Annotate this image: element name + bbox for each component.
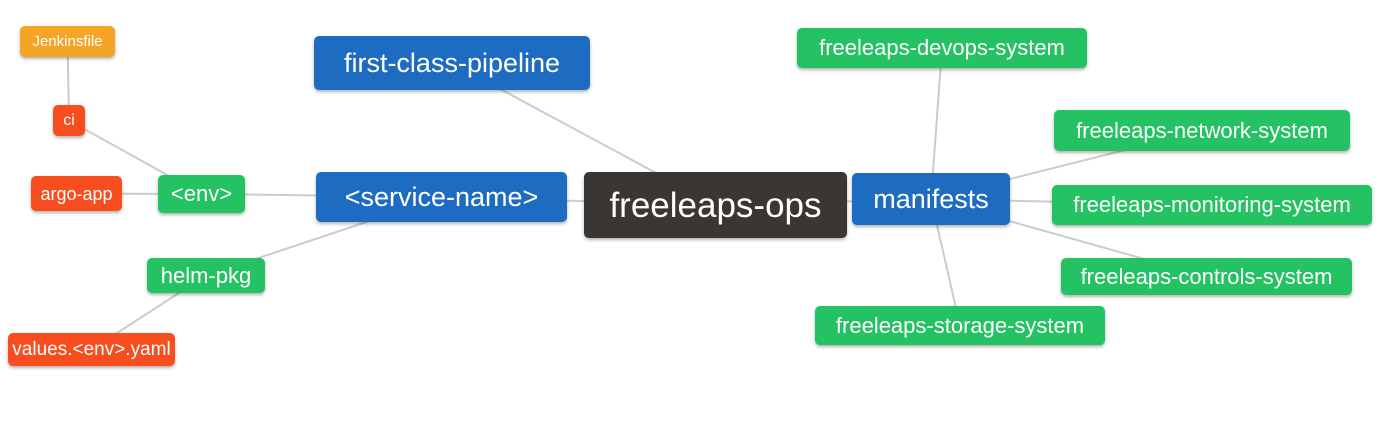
node-label: ci xyxy=(63,111,75,129)
node-label: Jenkinsfile xyxy=(32,33,103,50)
node-jenkinsfile[interactable]: Jenkinsfile xyxy=(20,26,115,57)
node-label: freeleaps-storage-system xyxy=(835,312,1085,338)
node-label: freeleaps-devops-system xyxy=(819,35,1065,60)
node-values-env-yaml[interactable]: values.<env>.yaml xyxy=(8,333,175,366)
node-ci[interactable]: ci xyxy=(53,105,85,136)
node-first-class-pipeline[interactable]: first-class-pipeline xyxy=(314,36,590,90)
node-label: argo-app xyxy=(40,183,113,204)
node-label: freeleaps-network-system xyxy=(1076,117,1328,143)
node-service-name[interactable]: <service-name> xyxy=(316,172,567,222)
node-label: <env> xyxy=(170,181,233,206)
node-label: freeleaps-controls-system xyxy=(1080,263,1333,289)
node-label: <service-name> xyxy=(344,181,539,212)
node-freeleaps-storage-system[interactable]: freeleaps-storage-system xyxy=(815,306,1105,345)
node-freeleaps-devops-system[interactable]: freeleaps-devops-system xyxy=(797,28,1087,68)
node-env[interactable]: <env> xyxy=(158,175,245,213)
node-freeleaps-ops[interactable]: freeleaps-ops xyxy=(584,172,847,238)
node-label: freeleaps-ops xyxy=(609,185,822,225)
node-label: helm-pkg xyxy=(160,262,252,288)
node-label: values.<env>.yaml xyxy=(12,339,171,360)
node-label: manifests xyxy=(873,183,989,214)
node-manifests[interactable]: manifests xyxy=(852,173,1010,225)
node-label: freeleaps-monitoring-system xyxy=(1073,192,1351,217)
node-freeleaps-monitoring-system[interactable]: freeleaps-monitoring-system xyxy=(1052,185,1372,225)
node-argo-app[interactable]: argo-app xyxy=(31,176,122,211)
node-freeleaps-controls-system[interactable]: freeleaps-controls-system xyxy=(1061,258,1352,295)
node-helm-pkg[interactable]: helm-pkg xyxy=(147,258,265,293)
node-freeleaps-network-system[interactable]: freeleaps-network-system xyxy=(1054,110,1350,151)
node-label: first-class-pipeline xyxy=(343,47,561,78)
